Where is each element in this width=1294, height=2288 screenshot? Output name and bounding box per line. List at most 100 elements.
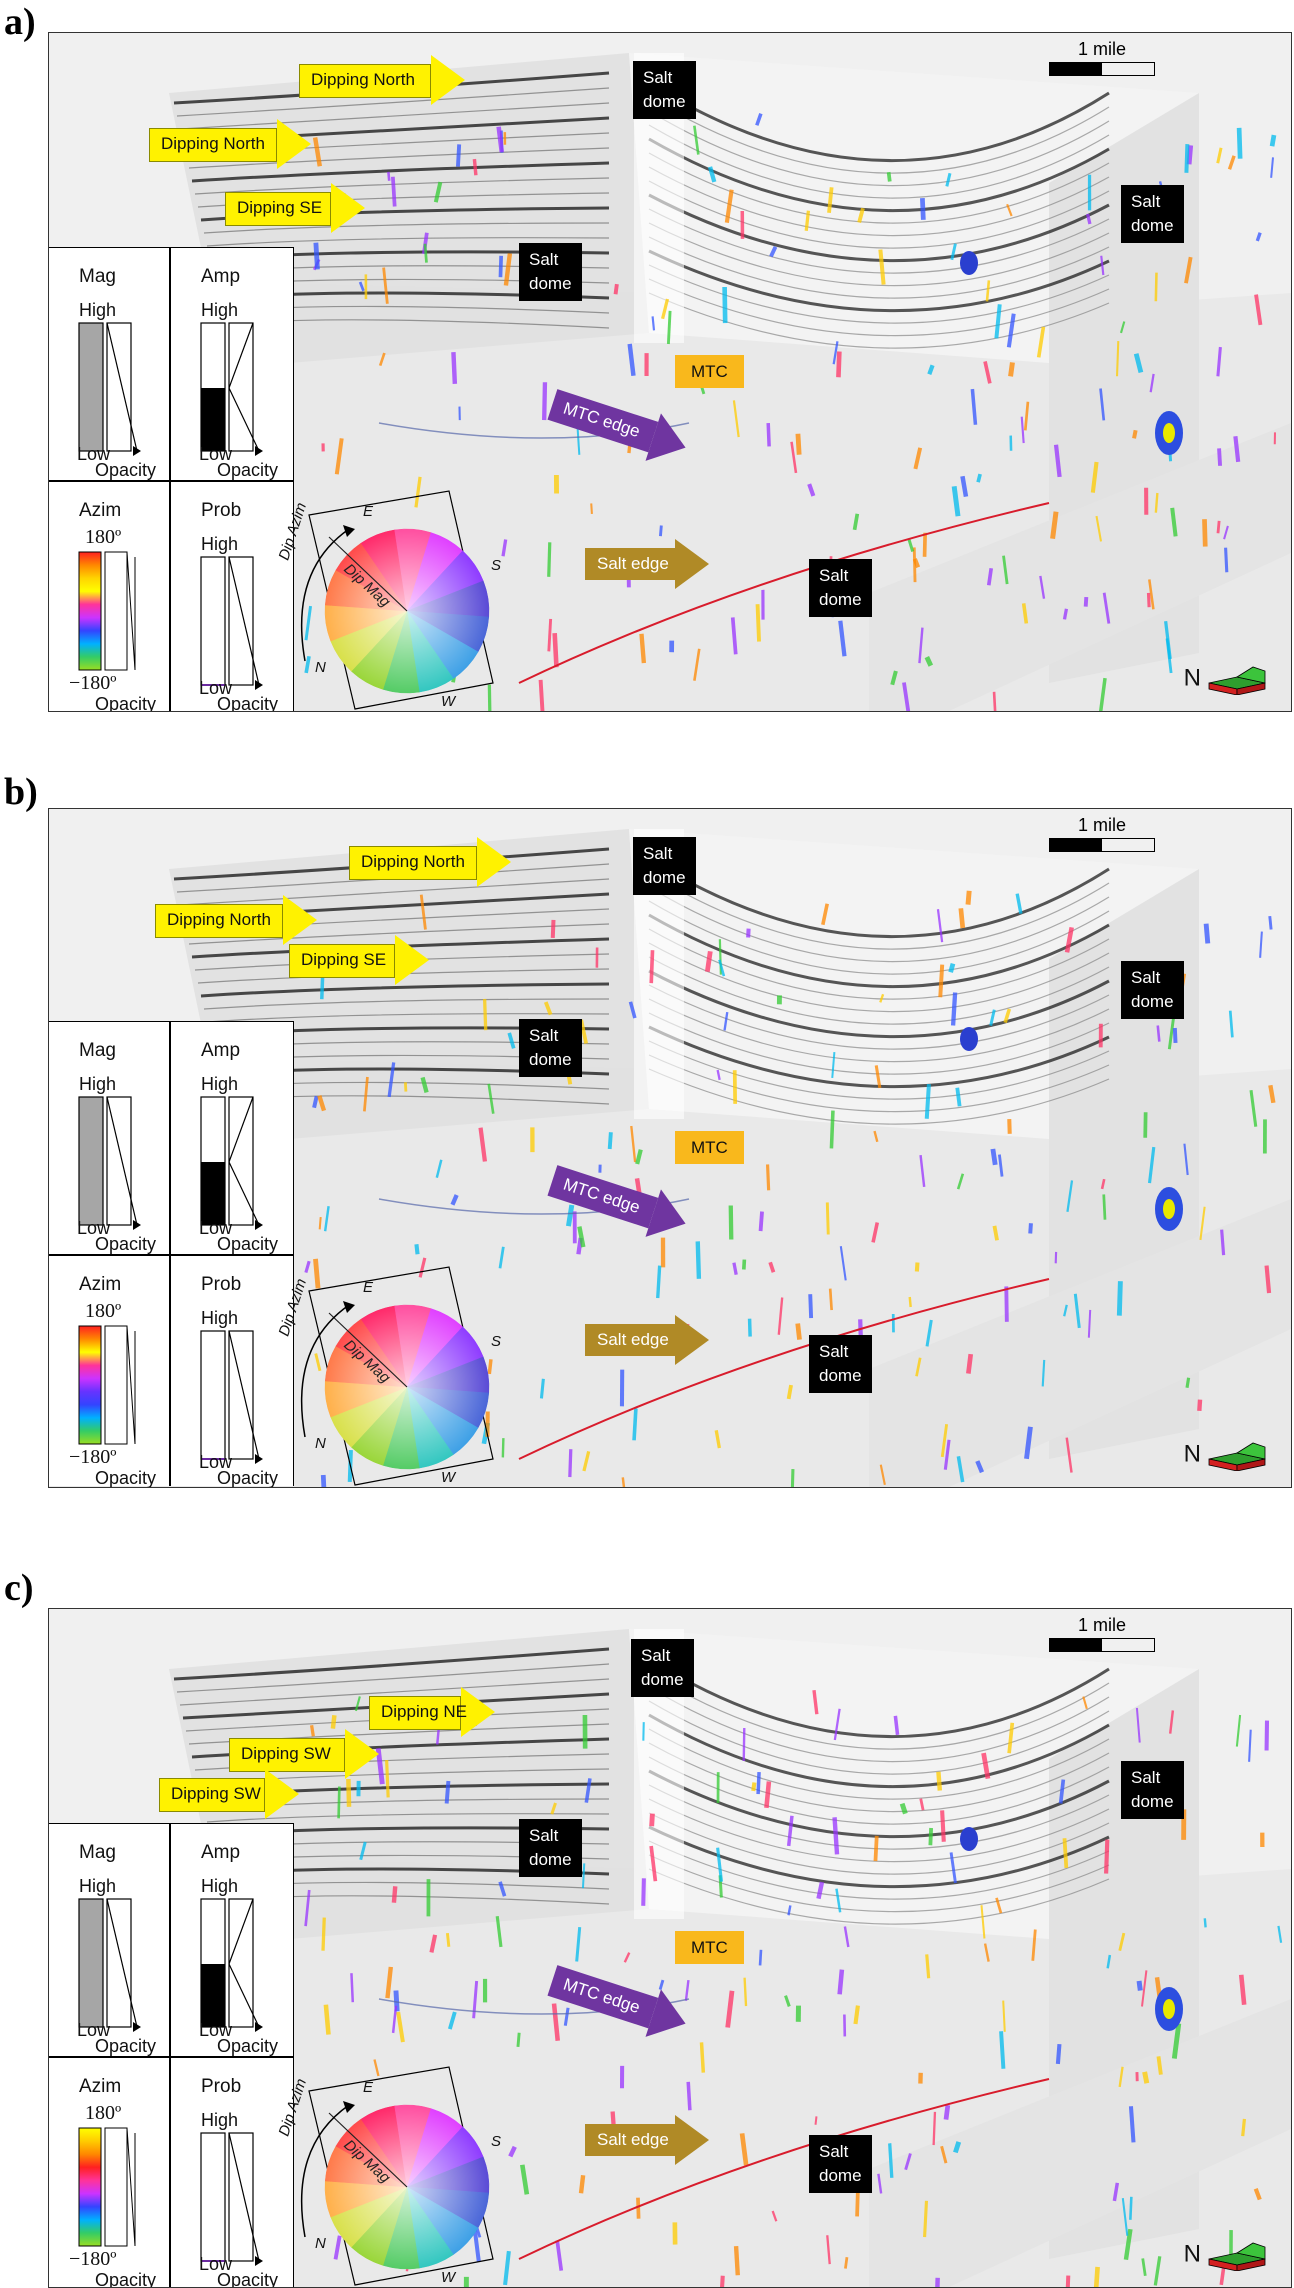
fault-mark [1065,2275,1071,2287]
fault-mark [1148,579,1155,610]
fault-mark [382,267,389,304]
north-label: N [1183,664,1201,692]
fault-mark [742,1259,747,1270]
fault-mark [886,171,892,182]
legend-opacity-label: Opacity [217,460,279,480]
fault-mark [472,158,478,176]
fault-mark [992,691,997,711]
dip-arrow-mid: Dipping North [149,119,311,169]
reflector-line [648,1854,1110,1913]
salt-edge-arrow-label: Salt edge [597,1330,669,1349]
fault-mark [914,1262,920,1272]
fault-mark [722,286,728,324]
fault-mark [832,341,839,365]
fault-mark [418,1257,427,1278]
fault-mark [747,1318,752,1337]
fault-mark [787,1905,792,1916]
fault-mark [852,513,860,531]
reflector-line [648,1713,1110,1789]
dip-arrow-low: Dipping SE [289,935,429,985]
fault-mark [1073,1293,1081,1329]
legend-bottom-value: −180º [69,2248,117,2270]
opacity-ramp [78,551,136,671]
fault-mark [1115,341,1120,377]
reflector-line [648,928,1110,1000]
fault-mark [337,1786,341,1819]
fault-mark [1082,1696,1088,1710]
fault-mark [487,1359,493,1375]
orientation-cube-icon [1208,666,1266,696]
reflector-line [648,913,1110,989]
reflector-line [176,87,610,117]
fault-mark [771,2210,778,2222]
fault-mark [1136,1980,1143,1991]
fault-mark [958,908,966,929]
reflector-line [194,177,610,195]
legend-divider [49,1254,293,1256]
fault-mark [317,1095,327,1112]
attribute-blob [1163,1999,1175,2019]
fault-mark [1004,1286,1009,1322]
fault-mark [837,1969,845,1995]
scale-bar: 1 mile [1049,1615,1155,1652]
fault-mark [584,1778,592,1803]
fault-mark [547,618,553,652]
reflector-line [188,923,610,945]
legend-title: Azim [79,500,122,521]
legend-title: Prob [201,1274,242,1295]
fault-mark [1058,1779,1066,1804]
fault-mark [728,1205,734,1240]
legend-opacity-label: Opacity [95,2036,157,2056]
fault-mark [577,1226,586,1248]
opacity-ramp [200,1330,263,1464]
dip-arrow-top-label: Dipping NE [381,1702,467,1721]
fault-mark [450,1194,459,1206]
reflector-line [206,1813,610,1823]
reflector-line [648,124,1110,199]
north-indicator: N [1183,663,1267,696]
legend-title: Azim [79,1274,122,1295]
fault-mark [913,447,923,470]
fault-mark [795,1323,802,1340]
dip-arrow-mid: Dipping SW [229,1729,379,1779]
fault-mark [323,1206,330,1232]
fault-mark [547,542,552,577]
fault-mark [445,1932,451,1947]
orientation-cube-icon [1208,1442,1266,1472]
fault-mark [1235,1714,1242,1747]
fault-mark [1102,1194,1107,1220]
fault-mark [827,187,834,213]
fault-mark [953,2141,962,2154]
fault-mark [994,304,1002,339]
fault-mark [1062,1838,1069,1869]
fault-mark [639,633,647,664]
fault-mark [871,1222,880,1243]
reflector-line [648,900,1110,975]
fault-mark [943,1439,951,1470]
fault-mark [628,1001,637,1019]
salt-dome-label: Salt dome [519,1019,582,1077]
fault-mark [1268,915,1273,930]
reflector-line [179,1678,610,1706]
fault-mark [804,210,811,232]
fault-mark [444,1780,451,1804]
fault-mark [1064,926,1074,953]
fault-mark [451,352,458,384]
fault-mark [1021,603,1029,624]
fault-mark [607,1132,613,1150]
fault-mark [419,894,427,930]
fault-mark [1142,2071,1150,2084]
opacity-ramp [200,1096,263,1230]
legend-low-label: Low [199,1218,233,1238]
fault-mark [1184,144,1190,173]
fault-mark [1197,1399,1203,1411]
reflector-line [206,1013,610,1023]
fault-mark [658,1979,665,1990]
fault-mark [945,172,952,187]
fault-mark [568,1449,573,1478]
fault-mark [899,1802,908,1815]
